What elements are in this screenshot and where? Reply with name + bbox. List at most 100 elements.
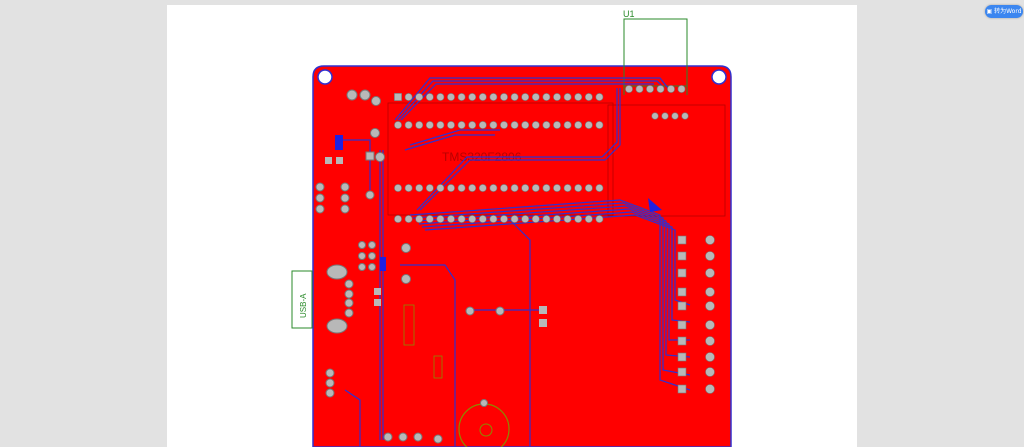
header-pin bbox=[394, 184, 402, 192]
header-pin bbox=[671, 112, 679, 120]
pcb-board bbox=[312, 65, 732, 447]
header-pin bbox=[478, 93, 487, 101]
header-pin bbox=[478, 184, 487, 192]
header-pin bbox=[425, 93, 434, 101]
header-pin bbox=[563, 93, 572, 101]
header-pin bbox=[563, 215, 572, 223]
header-pin bbox=[542, 215, 551, 223]
header-pin bbox=[574, 215, 583, 223]
header-pin bbox=[553, 184, 561, 192]
header-pin bbox=[436, 93, 445, 101]
header-pin bbox=[531, 184, 540, 192]
header-pin bbox=[542, 93, 551, 101]
header-pin bbox=[510, 93, 519, 101]
header-pin bbox=[425, 184, 434, 192]
header-pin bbox=[681, 112, 689, 120]
connector-pin bbox=[677, 336, 687, 346]
smd-pads bbox=[335, 135, 662, 271]
connector-pin bbox=[705, 320, 715, 330]
header-pin bbox=[667, 85, 675, 93]
header-pin bbox=[500, 93, 508, 101]
header-pin bbox=[404, 215, 413, 223]
header-pin bbox=[595, 215, 604, 223]
header-pin bbox=[404, 93, 413, 101]
connector-pin bbox=[677, 352, 687, 362]
header-pins bbox=[394, 85, 689, 223]
connector-pin bbox=[705, 287, 715, 297]
connector-pin bbox=[677, 287, 687, 297]
header-pin bbox=[415, 93, 424, 101]
header-pin bbox=[394, 121, 402, 129]
header-pin bbox=[468, 93, 477, 101]
header-pin bbox=[521, 93, 530, 101]
header-pin bbox=[468, 215, 477, 223]
right-connector-pins bbox=[677, 235, 715, 394]
header-pin bbox=[489, 93, 498, 101]
connector-pin bbox=[705, 301, 715, 311]
connector-pin bbox=[705, 268, 715, 278]
header-pin bbox=[531, 93, 540, 101]
connector-pin bbox=[705, 384, 715, 394]
convert-to-word-label: 转为Word bbox=[994, 8, 1022, 15]
header-pin bbox=[478, 121, 487, 129]
header-pin bbox=[447, 184, 455, 192]
header-pin bbox=[625, 85, 633, 93]
header-pin bbox=[563, 121, 572, 129]
header-pin bbox=[510, 215, 519, 223]
header-pin bbox=[531, 121, 540, 129]
header-pin bbox=[574, 121, 583, 129]
header-pin bbox=[553, 93, 561, 101]
header-pin bbox=[404, 121, 413, 129]
header-pin bbox=[574, 184, 583, 192]
header-pin bbox=[394, 93, 402, 101]
header-pin bbox=[635, 85, 644, 93]
header-pin bbox=[584, 215, 593, 223]
header-pin bbox=[595, 184, 604, 192]
header-pin bbox=[677, 85, 686, 93]
header-pin bbox=[574, 93, 583, 101]
header-pin bbox=[425, 121, 434, 129]
header-pin bbox=[457, 93, 466, 101]
connector-pin bbox=[705, 251, 715, 261]
mounting-hole-right bbox=[711, 69, 727, 85]
header-pin bbox=[521, 121, 530, 129]
convert-to-word-button[interactable]: ▣ 转为Word bbox=[985, 5, 1023, 18]
header-pin bbox=[531, 215, 540, 223]
header-pin bbox=[436, 184, 445, 192]
connector-pin bbox=[677, 251, 687, 261]
connector-pin bbox=[705, 235, 715, 245]
header-pin bbox=[415, 184, 424, 192]
header-pin bbox=[394, 215, 402, 223]
u1-label: U1 bbox=[623, 9, 635, 19]
header-pin bbox=[468, 184, 477, 192]
header-pin bbox=[510, 184, 519, 192]
header-pin bbox=[661, 112, 669, 120]
connector-pin bbox=[705, 336, 715, 346]
u1-outline bbox=[623, 18, 688, 95]
connector-pin bbox=[705, 367, 715, 377]
header-pin bbox=[646, 85, 654, 93]
header-pin bbox=[500, 215, 508, 223]
header-pin bbox=[404, 184, 413, 192]
header-pin bbox=[489, 121, 498, 129]
header-pin bbox=[521, 215, 530, 223]
connector-pin bbox=[677, 268, 687, 278]
header-pin bbox=[447, 215, 455, 223]
header-pin bbox=[468, 121, 477, 129]
header-pin bbox=[656, 85, 665, 93]
header-pin bbox=[457, 121, 466, 129]
header-pin bbox=[500, 184, 508, 192]
usb-a-label: USB-A bbox=[299, 293, 308, 318]
mounting-hole-left bbox=[317, 69, 333, 85]
header-pin bbox=[595, 121, 604, 129]
header-pin bbox=[510, 121, 519, 129]
header-pin bbox=[415, 121, 424, 129]
header-pin bbox=[553, 121, 561, 129]
header-pin bbox=[447, 121, 455, 129]
header-pin bbox=[584, 93, 593, 101]
header-pin bbox=[425, 215, 434, 223]
header-pin bbox=[542, 121, 551, 129]
header-pin bbox=[489, 184, 498, 192]
header-pin bbox=[651, 112, 659, 120]
connector-pin bbox=[677, 384, 687, 394]
